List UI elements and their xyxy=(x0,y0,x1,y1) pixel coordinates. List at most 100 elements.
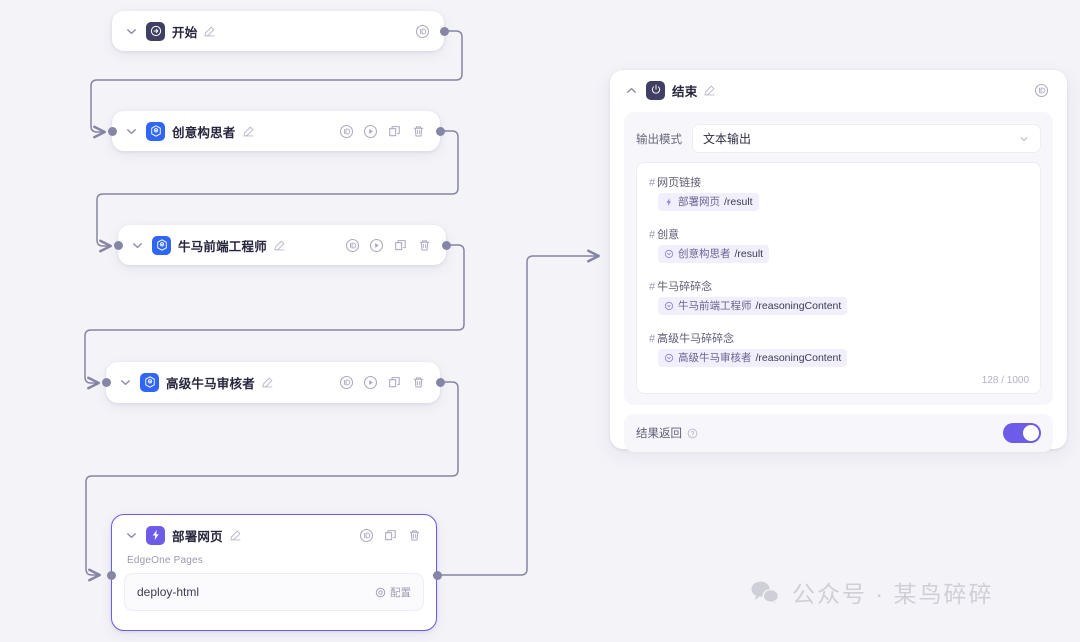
node-reviewer[interactable]: 高级牛马审核者 xyxy=(106,362,440,403)
variable-chip[interactable]: 高级牛马审核者/reasoningContent xyxy=(658,349,848,368)
pencil-icon[interactable] xyxy=(273,239,286,252)
plugin-label: EdgeOne Pages xyxy=(127,555,203,566)
node-start-header[interactable]: 开始 xyxy=(112,11,444,51)
chevron-down-icon[interactable] xyxy=(130,238,145,253)
duplicate-icon[interactable] xyxy=(387,124,402,139)
agent-hex-icon xyxy=(152,235,171,255)
variable-name: 网页链接 xyxy=(657,177,702,189)
node-toolbar[interactable] xyxy=(359,528,422,543)
output-template-textarea[interactable]: #网页链接 部署网页/result #创意 创意构思者/resu xyxy=(636,162,1041,394)
chip-node-name: 部署网页 xyxy=(678,196,720,208)
variable-chip[interactable]: 创意构思者/result xyxy=(658,245,770,264)
hash-marker: # xyxy=(649,281,656,294)
node-reviewer-input-port[interactable] xyxy=(102,378,111,387)
deploy-target-value: deploy-html xyxy=(137,585,200,599)
end-panel-header[interactable]: 结束 xyxy=(610,70,1067,110)
hash-marker: # xyxy=(649,177,656,189)
node-toolbar[interactable] xyxy=(339,124,426,139)
duplicate-icon[interactable] xyxy=(393,238,408,253)
duplicate-icon[interactable] xyxy=(383,528,398,543)
node-deploy[interactable]: 部署网页 EdgeOne Pages deploy-html xyxy=(111,514,437,631)
question-icon[interactable] xyxy=(687,428,698,439)
node-deploy-output-port[interactable] xyxy=(433,570,442,580)
variable-title: #创意 xyxy=(649,226,1028,242)
lightning-icon xyxy=(146,525,165,545)
node-toolbar[interactable] xyxy=(339,375,426,390)
delete-icon[interactable] xyxy=(407,528,422,543)
node-ideator-output-port[interactable] xyxy=(436,126,445,136)
node-ideator[interactable]: 创意构思者 xyxy=(112,111,440,151)
output-mode-value: 文本输出 xyxy=(703,132,752,146)
variable-name: 牛马碎碎念 xyxy=(657,281,713,294)
agent-icon xyxy=(664,249,674,259)
node-frontend-header[interactable]: 牛马前端工程师 xyxy=(118,225,446,265)
node-deploy-input-port[interactable] xyxy=(107,570,116,580)
node-start[interactable]: 开始 xyxy=(112,11,444,51)
variable-group: #创意 创意构思者/result xyxy=(649,226,1028,264)
result-return-row: 结果返回 xyxy=(624,414,1053,452)
output-mode-select[interactable]: 文本输出 xyxy=(692,124,1041,153)
agent-hex-icon xyxy=(146,121,165,141)
node-deploy-body: EdgeOne Pages deploy-html 配置 xyxy=(112,555,436,624)
delete-icon[interactable] xyxy=(411,124,426,139)
hash-marker: # xyxy=(649,333,656,346)
delete-icon[interactable] xyxy=(417,238,432,253)
id-badge-icon[interactable] xyxy=(339,375,354,390)
hash-marker: # xyxy=(649,229,656,242)
node-end-panel[interactable]: 结束 输出模式 文本输出 #网页链接 xyxy=(610,70,1067,452)
node-ideator-input-port[interactable] xyxy=(108,126,117,136)
configure-button[interactable]: 配置 xyxy=(375,585,411,600)
delete-icon[interactable] xyxy=(411,375,426,390)
chip-node-name: 高级牛马审核者 xyxy=(678,352,752,365)
chevron-down-icon[interactable] xyxy=(118,375,133,390)
configure-label: 配置 xyxy=(390,586,411,599)
chip-field: /reasoningContent xyxy=(755,300,842,313)
node-toolbar[interactable] xyxy=(345,238,432,253)
end-panel-body: 输出模式 文本输出 #网页链接 部署网页/result xyxy=(624,112,1053,405)
node-frontend[interactable]: 牛马前端工程师 xyxy=(118,225,446,265)
id-badge-icon[interactable] xyxy=(339,124,354,139)
output-mode-row: 输出模式 文本输出 xyxy=(636,124,1041,153)
id-badge-icon[interactable] xyxy=(415,24,430,39)
result-return-toggle[interactable] xyxy=(1003,423,1041,443)
end-panel-title: 结束 xyxy=(672,84,698,99)
node-reviewer-output-port[interactable] xyxy=(436,378,445,387)
variable-name: 创意 xyxy=(657,229,680,242)
pencil-icon[interactable] xyxy=(261,376,274,389)
watermark: 公众号 · 某鸟碎碎 xyxy=(750,575,993,609)
agent-icon xyxy=(664,353,674,363)
variable-chip[interactable]: 部署网页/result xyxy=(658,193,759,212)
node-deploy-header[interactable]: 部署网页 xyxy=(112,515,436,555)
node-title: 牛马前端工程师 xyxy=(178,239,267,254)
run-icon[interactable] xyxy=(369,238,384,253)
variable-title: #网页链接 xyxy=(649,174,1028,190)
chevron-down-icon[interactable] xyxy=(124,528,139,543)
node-frontend-output-port[interactable] xyxy=(442,240,451,250)
chevron-down-icon[interactable] xyxy=(124,124,139,139)
chevron-down-icon[interactable] xyxy=(124,24,139,39)
chip-node-name: 牛马前端工程师 xyxy=(678,300,752,313)
deploy-target-field[interactable]: deploy-html 配置 xyxy=(124,573,424,611)
duplicate-icon[interactable] xyxy=(387,375,402,390)
id-badge-icon[interactable] xyxy=(1034,83,1049,98)
pencil-icon[interactable] xyxy=(203,25,216,38)
run-icon[interactable] xyxy=(363,124,378,139)
pencil-icon[interactable] xyxy=(703,84,716,97)
variable-group: #高级牛马碎碎念 高级牛马审核者/reasoningContent xyxy=(649,330,1028,368)
chevron-up-icon[interactable] xyxy=(624,83,639,98)
variable-title: #高级牛马碎碎念 xyxy=(649,330,1028,346)
node-reviewer-header[interactable]: 高级牛马审核者 xyxy=(106,362,440,402)
variable-chip[interactable]: 牛马前端工程师/reasoningContent xyxy=(658,297,848,316)
result-return-label: 结果返回 xyxy=(636,428,682,440)
run-icon[interactable] xyxy=(363,375,378,390)
node-toolbar[interactable] xyxy=(415,24,430,39)
pencil-icon[interactable] xyxy=(229,529,242,542)
pencil-icon[interactable] xyxy=(242,125,255,138)
node-frontend-input-port[interactable] xyxy=(114,240,123,250)
chevron-down-icon[interactable] xyxy=(1018,133,1030,145)
node-start-output-port[interactable] xyxy=(440,26,449,36)
node-ideator-header[interactable]: 创意构思者 xyxy=(112,111,440,151)
id-badge-icon[interactable] xyxy=(345,238,360,253)
id-badge-icon[interactable] xyxy=(359,528,374,543)
